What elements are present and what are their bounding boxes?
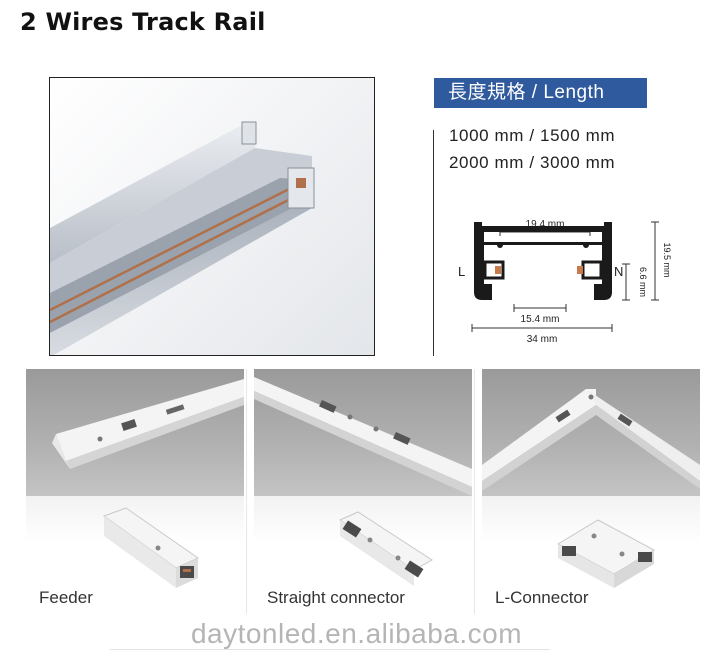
feeder-panel: Feeder (26, 369, 244, 614)
length-badge: 長度規格 / Length (434, 78, 647, 108)
feeder-label: Feeder (39, 588, 93, 607)
watermark: daytonled.en.alibaba.com (190, 618, 523, 649)
panel-separator (246, 369, 247, 614)
feeder-product-photo (102, 507, 200, 588)
dim-inner-height: 6.6 mm (638, 267, 648, 297)
dim-total-width: 34 mm (527, 334, 558, 345)
feeder-installed-photo (26, 369, 244, 496)
dim-inner-width: 15.4 mm (521, 314, 560, 325)
dim-height: 19.5 mm (662, 242, 672, 277)
left-label: L (458, 264, 465, 279)
straight-connector-panel: Straight connector (254, 369, 472, 614)
panel-separator (474, 369, 475, 614)
watermark-underline (110, 649, 550, 650)
length-line-1: 1000 mm / 1500 mm (449, 126, 616, 145)
length-line-2: 2000 mm / 3000 mm (449, 153, 616, 172)
straight-connector-product-photo (338, 511, 433, 586)
track-rail-illustration (50, 121, 315, 355)
page-title: 2 Wires Track Rail (20, 8, 266, 36)
l-connector-installed-photo (482, 369, 700, 496)
straight-connector-installed-photo (254, 369, 472, 496)
l-connector-label: L-Connector (495, 588, 589, 607)
dim-top-width: 19.4 mm (526, 219, 565, 230)
profile-diagram: 19.4 mm L N 6.6 mm 19.5 mm 15.4 mm 34 mm (458, 219, 672, 345)
l-connector-product-photo (556, 519, 656, 588)
right-label: N (614, 264, 623, 279)
divider (433, 130, 434, 356)
track-rail-photo (49, 77, 375, 356)
l-connector-panel: L-Connector (482, 369, 700, 614)
straight-connector-label: Straight connector (267, 588, 405, 607)
